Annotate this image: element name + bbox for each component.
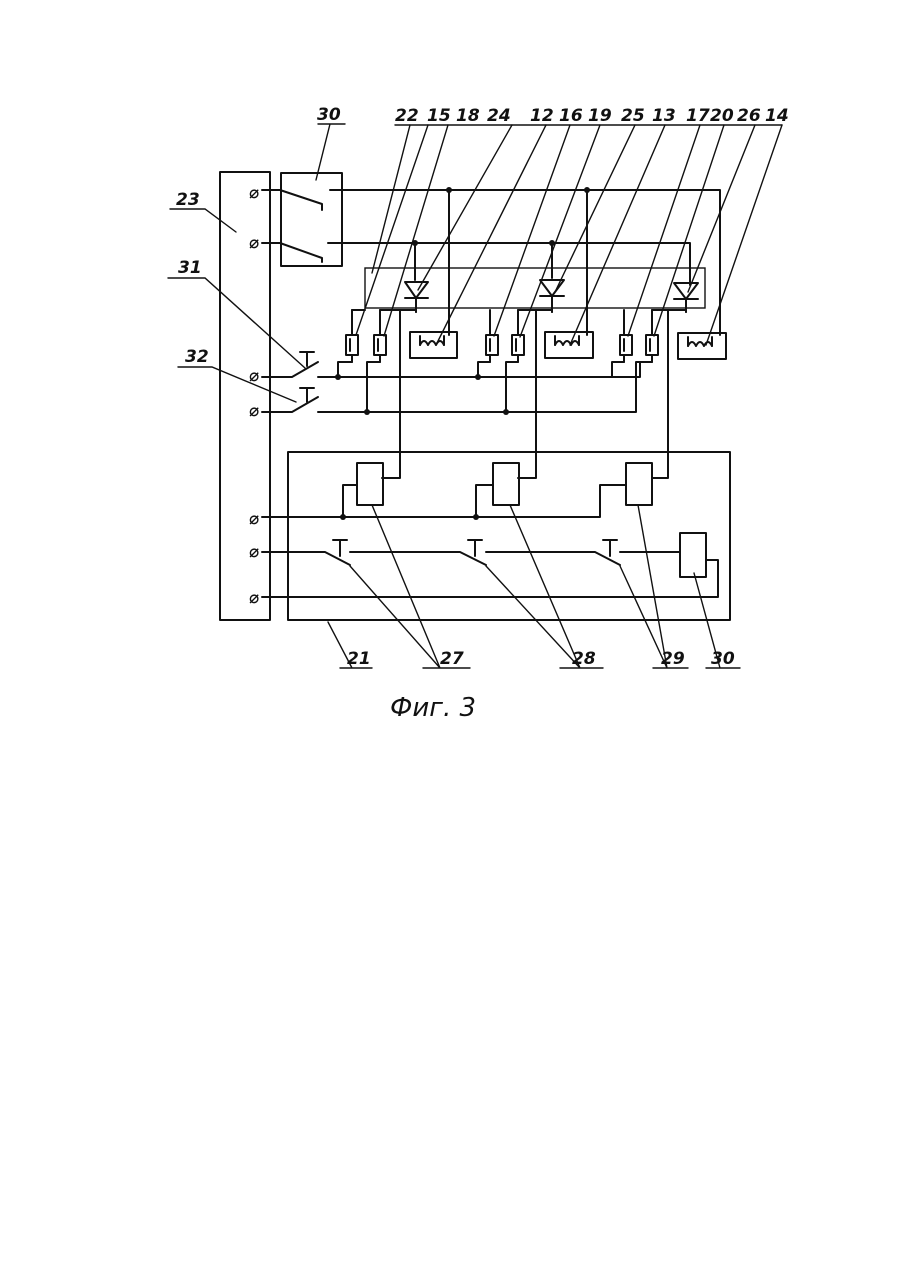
coil-13	[545, 332, 593, 358]
button-31	[262, 352, 640, 377]
contact-28	[350, 540, 486, 565]
label-29: 29	[661, 649, 685, 669]
label-16: 16	[559, 106, 583, 126]
label-28: 28	[572, 649, 596, 669]
label-22: 22	[395, 106, 419, 126]
terminal-6: ⌀	[249, 542, 259, 562]
terminal-5: ⌀	[249, 509, 259, 529]
terminal-symbols: ⌀ ⌀ ⌀ ⌀ ⌀ ⌀ ⌀	[249, 183, 259, 608]
label-30-top: 30	[317, 105, 341, 125]
contact-27	[262, 540, 350, 565]
label-19: 19	[588, 106, 612, 126]
diode-25	[540, 280, 564, 312]
junction	[473, 514, 479, 520]
contact-29	[486, 540, 620, 565]
terminal-2: ⌀	[249, 233, 259, 253]
label-12: 12	[530, 106, 554, 126]
switch-block-30	[281, 173, 342, 266]
label-26: 26	[737, 106, 761, 126]
label-21: 21	[347, 649, 371, 669]
label-23: 23	[176, 190, 200, 210]
label-32: 32	[185, 347, 209, 367]
contacts-16-19	[486, 310, 552, 362]
return-line	[262, 560, 718, 597]
relay-27	[357, 463, 383, 505]
label-20: 20	[710, 106, 734, 126]
relay-29	[626, 463, 652, 505]
label-27: 27	[440, 649, 464, 669]
label-13: 13	[652, 106, 676, 126]
label-14: 14	[765, 106, 789, 126]
terminal-1: ⌀	[249, 183, 259, 203]
label-24: 24	[487, 106, 511, 126]
label-18: 18	[456, 106, 480, 126]
label-17: 17	[686, 106, 710, 126]
relay-28	[493, 463, 519, 505]
relay-common-line	[262, 485, 626, 517]
button-32	[262, 388, 636, 412]
label-31: 31	[178, 258, 202, 278]
figure-caption: Фиг. 3	[390, 693, 476, 723]
coil-12	[410, 332, 457, 358]
junction	[340, 514, 346, 520]
relay-28-feed	[476, 485, 493, 517]
label-30-bottom: 30	[711, 649, 735, 669]
relay-30	[680, 533, 706, 577]
button-taps-2	[478, 362, 518, 412]
contacts-15-18	[346, 310, 416, 362]
button-taps-1	[338, 362, 380, 412]
terminal-4: ⌀	[249, 401, 259, 421]
coil-14	[678, 333, 726, 359]
label-25: 25	[621, 106, 645, 126]
contacts-17-20	[620, 310, 686, 362]
terminal-7: ⌀	[249, 588, 259, 608]
label-15: 15	[427, 106, 451, 126]
leader-lines	[168, 124, 782, 668]
relay-27-feed	[343, 485, 357, 517]
